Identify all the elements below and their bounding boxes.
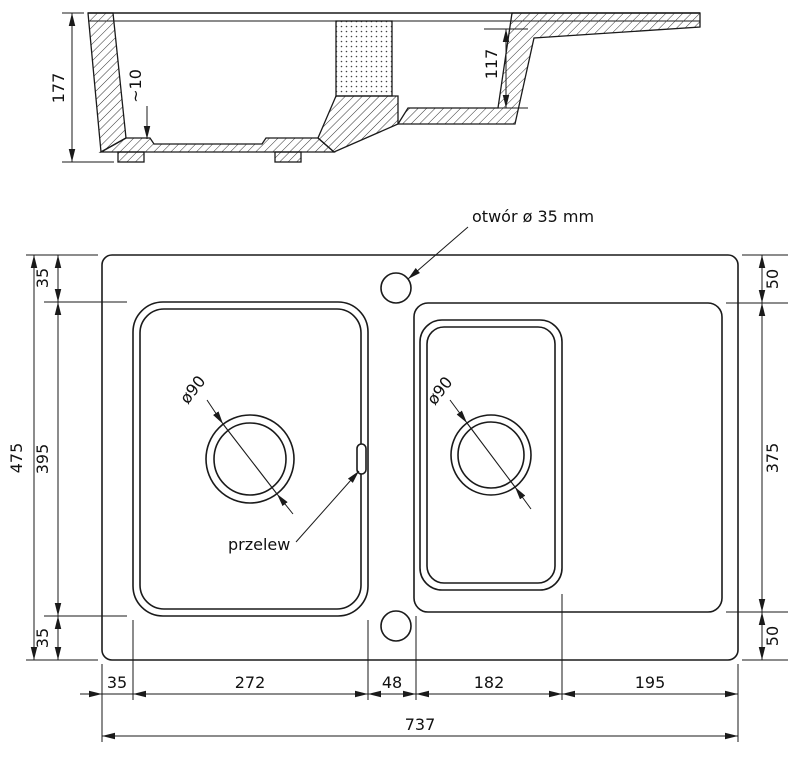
dim-bottom-total: 737 bbox=[405, 715, 436, 734]
dim-left-top: 35 bbox=[33, 268, 52, 288]
section-partition-stipple bbox=[335, 20, 393, 97]
dim-right-mid: 375 bbox=[763, 443, 782, 474]
plan-view: otwór ø 35 mm przelew ø90 ø90 475 35 395… bbox=[7, 207, 788, 742]
leader-mount-hole bbox=[407, 226, 469, 280]
overflow-label: przelew bbox=[228, 535, 290, 554]
section-pad-right bbox=[274, 151, 302, 163]
dim-left-mid: 395 bbox=[33, 444, 52, 475]
section-partition-lower bbox=[317, 95, 399, 153]
section-bowl1-bottom bbox=[98, 137, 336, 153]
dim-section-total-depth: 177 bbox=[49, 73, 68, 104]
dim-right-bottom: 50 bbox=[763, 626, 782, 646]
dim-bottom-seg-2: 48 bbox=[382, 673, 402, 692]
dim-bottom-seg-4: 195 bbox=[635, 673, 666, 692]
drain-1-arrow-a bbox=[206, 399, 224, 425]
dim-left-total: 475 bbox=[7, 443, 26, 474]
dim-bottom-seg-3: 182 bbox=[474, 673, 505, 692]
faucet-hole-bottom bbox=[380, 610, 412, 642]
leader-overflow bbox=[295, 470, 360, 543]
dim-bottom-seg-0: 35 bbox=[107, 673, 127, 692]
section-pad-left bbox=[117, 151, 145, 163]
mount-hole-label: otwór ø 35 mm bbox=[472, 207, 594, 226]
faucet-hole-top bbox=[380, 272, 412, 304]
section-left-wall bbox=[87, 12, 127, 154]
drain-2-chord bbox=[466, 422, 516, 488]
drain-1-arrow-b bbox=[276, 493, 294, 515]
drain-2-arrow-b bbox=[514, 486, 532, 510]
dim-bottom-seg-1: 272 bbox=[235, 673, 266, 692]
dim-right-top: 50 bbox=[763, 269, 782, 289]
dim-section-bottom-thickness: ~10 bbox=[126, 69, 145, 103]
dim-section-bowl2-depth: 117 bbox=[482, 49, 501, 80]
drain-1-chord bbox=[222, 423, 278, 495]
overflow-slot bbox=[356, 443, 367, 475]
section-bowl2-and-drainer bbox=[396, 12, 701, 125]
drain-2-arrow-a bbox=[449, 399, 468, 424]
dim-left-bottom: 35 bbox=[33, 628, 52, 648]
section-view: 177 ~10 117 bbox=[49, 12, 701, 163]
